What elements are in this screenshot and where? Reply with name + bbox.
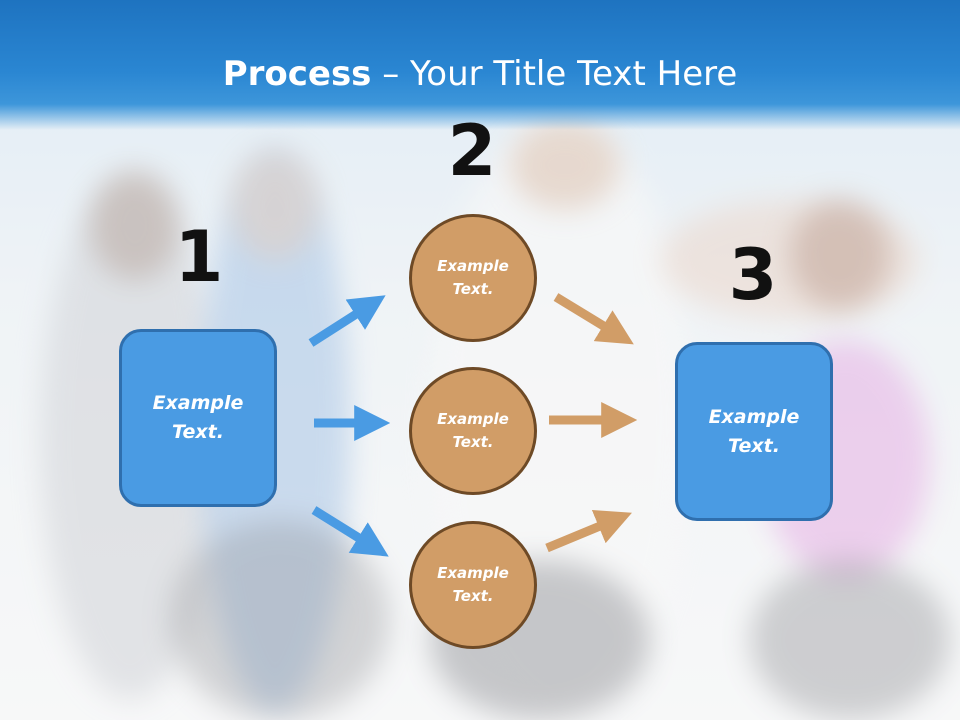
circle-middle-label: Example Text. [437,410,509,451]
step-3-box[interactable]: Example Text. [675,342,833,521]
step-2-circle-middle[interactable]: Example Text. [409,367,537,495]
step-number-2: 2 [447,110,497,192]
step-2-circle-bottom[interactable]: Example Text. [409,521,537,649]
title-banner [0,0,960,130]
arrow-left-to-bottom [311,506,389,557]
slide-title: Process – Your Title Text Here [0,52,960,96]
arrow-left-to-top [308,295,386,347]
circle-bottom-label: Example Text. [437,564,509,605]
title-bold: Process [222,54,372,94]
title-rest: – Your Title Text Here [371,54,738,94]
step-3-box-label: Example Text. [708,405,800,457]
arrow-top-to-right [553,293,634,345]
step-number-1: 1 [174,216,224,298]
step-number-3: 3 [728,234,778,316]
step-1-box-label: Example Text. [152,392,244,443]
arrow-bottom-to-right [545,509,632,553]
step-2-circle-top[interactable]: Example Text. [409,214,537,342]
circle-top-label: Example Text. [437,257,509,298]
step-1-box[interactable]: Example Text. [119,329,277,507]
